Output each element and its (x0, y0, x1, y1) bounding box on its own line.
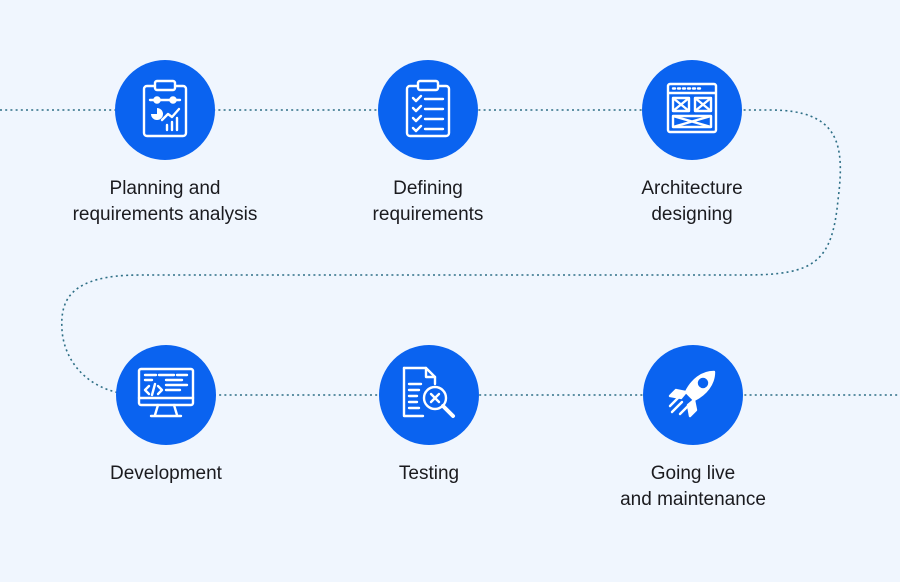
step-label: Going live and maintenance (563, 461, 823, 513)
browser-wireframe-icon (665, 81, 719, 140)
step-label-line: Development (110, 463, 222, 484)
step-label: Planning and requirements analysis (35, 176, 295, 228)
rocket-icon (664, 364, 722, 427)
checklist-icon (403, 78, 453, 143)
step-label: Development (36, 461, 296, 487)
step-label-line: Going live (650, 463, 736, 484)
step-icon-circle (378, 60, 478, 160)
clipboard-chart-icon (140, 78, 190, 143)
document-search-icon (399, 364, 459, 427)
step-label-line: Architecture (641, 178, 743, 199)
step-label-line: and maintenance (620, 489, 766, 510)
step-label: Testing (299, 461, 559, 487)
step-label: Architecture designing (562, 176, 822, 228)
step-label-line: Testing (398, 463, 460, 484)
step-label: Defining requirements (298, 176, 558, 228)
step-label-line: requirements (372, 204, 484, 225)
step-icon-circle (379, 345, 479, 445)
step-icon-circle (642, 60, 742, 160)
step-icon-circle (116, 345, 216, 445)
step-label-line: designing (651, 204, 733, 225)
step-label-line: Defining (393, 178, 463, 199)
step-label-line: requirements analysis (72, 204, 258, 225)
step-label-line: Planning and (109, 178, 221, 199)
step-icon-circle (115, 60, 215, 160)
step-icon-circle (643, 345, 743, 445)
monitor-code-icon (136, 366, 196, 425)
